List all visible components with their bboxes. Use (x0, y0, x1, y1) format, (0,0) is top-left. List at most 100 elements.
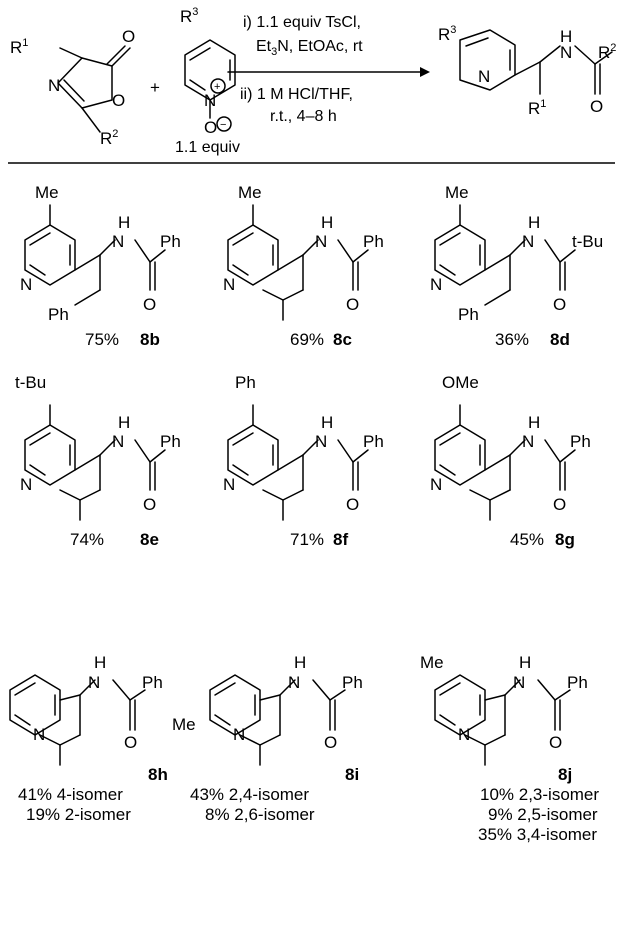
8b-ph-amide: Ph (160, 232, 181, 251)
8d-tbu: t-Bu (572, 232, 603, 251)
8f-ph-aryl: Ph (235, 373, 256, 392)
8h-line-2: 19% 2-isomer (26, 805, 131, 824)
8g-o: O (553, 495, 566, 514)
8e-yield: 74% (70, 530, 104, 549)
condition-line-1: i) 1.1 equiv TsCl, (243, 14, 361, 31)
8c-id: 8c (333, 330, 352, 349)
8c-me: Me (238, 183, 262, 202)
8e-ph: Ph (160, 432, 181, 451)
r2-label: R2 (100, 128, 118, 148)
product-amide-n: N (560, 43, 572, 62)
8g-ring-n: N (430, 475, 442, 494)
product-r2: R2 (598, 42, 616, 62)
minus-charge-circle (216, 116, 232, 132)
8d-amide-n: N (522, 232, 534, 251)
8f-h: H (321, 413, 333, 432)
8i-line-1: 43% 2,4-isomer (190, 785, 309, 804)
r1-label: R1 (10, 37, 28, 57)
8h-amide-n: N (88, 673, 100, 692)
product-r1: R1 (528, 98, 546, 118)
8d-me: Me (445, 183, 469, 202)
8g-amide-n: N (522, 432, 534, 451)
8g-ph: Ph (570, 432, 591, 451)
8f-o: O (346, 495, 359, 514)
8e-id: 8e (140, 530, 159, 549)
reagent-equiv: 1.1 equiv (175, 139, 240, 156)
product-8g: OMe N H N Ph O (430, 373, 591, 521)
8i-id: 8i (345, 765, 359, 784)
8b-id: 8b (140, 330, 160, 349)
8e-h: H (118, 413, 130, 432)
8i-ph: Ph (342, 673, 363, 692)
8g-h: H (528, 413, 540, 432)
8j-me: Me (420, 653, 444, 672)
8i-amide-n: N (288, 673, 300, 692)
8b-ph-benzyl: Ph (48, 305, 69, 324)
8f-yield: 71% (290, 530, 324, 549)
8h-ph: Ph (142, 673, 163, 692)
minus-charge: − (220, 119, 226, 131)
8j-o: O (549, 733, 562, 752)
plus-charge-circle (210, 78, 226, 94)
condition-line-4: r.t., 4–8 h (270, 108, 337, 125)
8c-ph: Ph (363, 232, 384, 251)
8j-h: H (519, 653, 531, 672)
general-product: R3 N H N R1 O R2 (438, 24, 616, 118)
oxazolone-reactant: R1 O O N R2 (10, 27, 135, 148)
product-r3: R3 (438, 24, 456, 44)
r3-label: R3 (180, 6, 198, 26)
8e-o: O (143, 495, 156, 514)
8j-line-1: 10% 2,3-isomer (480, 785, 599, 804)
product-8i: Me N H N Ph O (172, 653, 363, 766)
8j-ph: Ph (567, 673, 588, 692)
product-h: H (560, 27, 572, 46)
8j-amide-n: N (513, 673, 525, 692)
8b-me: Me (35, 183, 59, 202)
oxazolone-ring-o: O (112, 91, 125, 110)
reaction-arrow (227, 67, 430, 77)
noxide-o: O (204, 118, 217, 137)
8j-ring-n: N (458, 725, 470, 744)
8e-amide-n: N (112, 432, 124, 451)
8g-ome: OMe (442, 373, 479, 392)
product-8h: N H N Ph O (9, 653, 163, 766)
8f-amide-n: N (315, 432, 327, 451)
8d-ring-n: N (430, 275, 442, 294)
pyridine-n-oxide-reactant: R3 N + O − 1.1 equiv (175, 6, 240, 156)
product-8d: Me N H N t-Bu O Ph (430, 183, 603, 324)
condition-line-3: ii) 1 M HCl/THF, (240, 86, 353, 103)
8d-ph: Ph (458, 305, 479, 324)
8i-me: Me (172, 715, 196, 734)
8d-id: 8d (550, 330, 570, 349)
8i-ring-n: N (233, 725, 245, 744)
product-amide-o: O (590, 97, 603, 116)
condition-line-2: Et3N, EtOAc, rt (256, 38, 363, 58)
8f-ring-n: N (223, 475, 235, 494)
product-8j: Me N H N Ph O (420, 653, 588, 766)
8d-h: H (528, 213, 540, 232)
noxide-n: N (204, 91, 216, 110)
8d-o: O (553, 295, 566, 314)
8i-h: H (294, 653, 306, 672)
product-8e: t-Bu N H N Ph O (15, 373, 181, 521)
8b-h: H (118, 213, 130, 232)
8j-line-2: 9% 2,5-isomer (488, 805, 598, 824)
8h-o: O (124, 733, 137, 752)
8c-h: H (321, 213, 333, 232)
8b-yield: 75% (85, 330, 119, 349)
8c-yield: 69% (290, 330, 324, 349)
8b-ring-n: N (20, 275, 32, 294)
8g-yield: 45% (510, 530, 544, 549)
8f-id: 8f (333, 530, 348, 549)
product-8c: Me N H N Ph O (223, 183, 384, 321)
product-8f: Ph N H N Ph O (223, 373, 384, 521)
8e-tbu: t-Bu (15, 373, 46, 392)
8g-id: 8g (555, 530, 575, 549)
8j-id: 8j (558, 765, 572, 784)
8e-ring-n: N (20, 475, 32, 494)
product-8b: Me N H N Ph O Ph (20, 183, 181, 324)
8b-amide-n: N (112, 232, 124, 251)
8h-line-1: 41% 4-isomer (18, 785, 123, 804)
8b-o: O (143, 295, 156, 314)
